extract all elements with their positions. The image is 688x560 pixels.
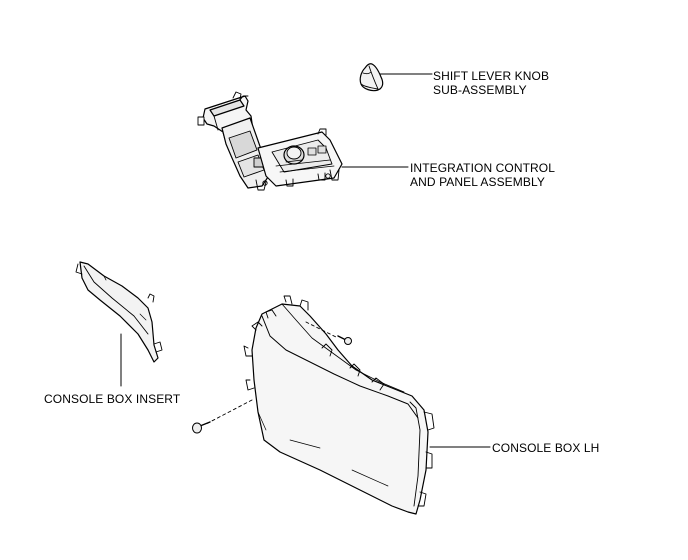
console-box-lh-part xyxy=(243,295,435,515)
console-box-insert-part xyxy=(75,261,163,363)
clip-pin-lower xyxy=(192,399,253,434)
integration-control-panel-part xyxy=(197,91,343,191)
callout-line: CONSOLE BOX INSERT xyxy=(44,392,181,406)
callout-line: CONSOLE BOX LH xyxy=(492,441,600,455)
callout-line: SUB-ASSEMBLY xyxy=(433,83,527,97)
callout-console-box-lh: CONSOLE BOX LH xyxy=(492,441,599,455)
callout-line: SHIFT LEVER KNOB xyxy=(433,69,550,83)
callout-shift-lever-knob: SHIFT LEVER KNOB SUB-ASSEMBLY xyxy=(433,69,549,97)
callout-line: AND PANEL ASSEMBLY xyxy=(410,175,545,189)
callout-line: INTEGRATION CONTROL xyxy=(410,161,556,175)
callout-integration-control: INTEGRATION CONTROL AND PANEL ASSEMBLY xyxy=(410,161,555,189)
shift-lever-knob-part xyxy=(359,63,384,92)
callout-console-box-insert: CONSOLE BOX INSERT xyxy=(44,392,180,406)
screw-upper xyxy=(305,321,352,345)
